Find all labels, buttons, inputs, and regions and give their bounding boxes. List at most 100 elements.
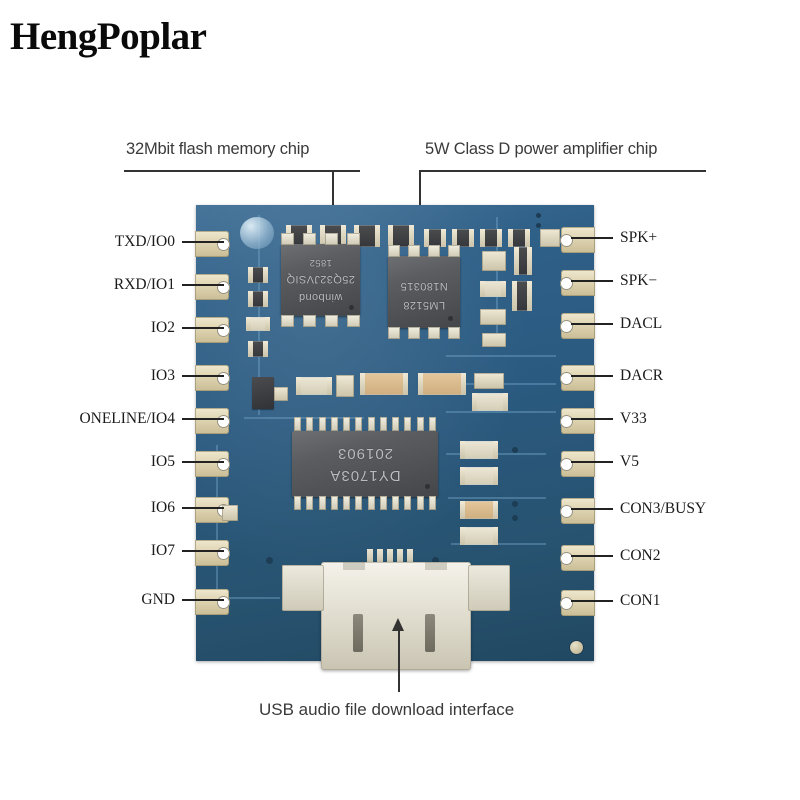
pin-leader-io3 xyxy=(182,375,224,377)
pin-leader-v5 xyxy=(571,461,613,463)
main-chip-legs-top xyxy=(294,417,436,431)
amp-chip-line2: N180315 xyxy=(400,280,448,292)
pin-leader-oneline-io4 xyxy=(182,418,224,420)
callout-underline-power-amplifier xyxy=(419,170,706,172)
smd-capacitor xyxy=(514,247,532,275)
pcb-pad-right-con3-busy xyxy=(560,498,595,524)
pin-label-dacr: DACR xyxy=(620,367,664,384)
pin-leader-con1 xyxy=(571,600,613,602)
pin-label-io2: IO2 xyxy=(150,319,175,336)
pin-leader-dacl xyxy=(571,323,613,325)
usb-signal-pins xyxy=(367,549,413,565)
smd-capacitor xyxy=(480,281,506,297)
smd-resistor xyxy=(480,229,502,247)
bottom-caption-arrow xyxy=(392,618,404,631)
pin-label-dacl: DACL xyxy=(620,315,663,332)
usb-tab-right xyxy=(468,565,510,611)
pcb-pad-left-io7 xyxy=(195,540,230,566)
flash-memory-chip: 1852 25Q32JVSIQ winbond xyxy=(281,244,360,316)
pcb-pad-left-txd-io0 xyxy=(195,231,230,257)
pcb-trace xyxy=(446,355,556,357)
usb-shell-notch-left xyxy=(343,562,365,570)
flash-chip-line2: 25Q32JVSIQ xyxy=(286,273,355,285)
bottom-caption-label: USB audio file download interface xyxy=(259,700,515,719)
brand-logo: HengPoplar xyxy=(10,15,207,58)
pcb-via xyxy=(266,557,273,564)
pcb-pad-right-v33 xyxy=(560,408,595,434)
smd-capacitor-tan xyxy=(360,373,408,395)
pin-label-con3-busy: CON3/BUSY xyxy=(620,500,707,517)
pcb-pad-left-io5 xyxy=(195,451,230,477)
amp-chip-legs-top xyxy=(388,245,460,257)
bottom-caption-leader xyxy=(398,630,400,692)
pcb-pad-right-spk-plus xyxy=(560,227,595,253)
usb-shell-notch-right xyxy=(425,562,447,570)
main-decoder-chip: 201903 DY1703A xyxy=(292,431,438,497)
power-amplifier-chip: N180315 LM5128 xyxy=(388,256,460,328)
pcb-pad-right-dacr xyxy=(560,365,595,391)
main-chip-legs-bottom xyxy=(294,496,436,510)
pin-leader-spk-minus xyxy=(571,280,613,282)
flash-chip-line1: winbond xyxy=(298,291,343,303)
pcb-via xyxy=(512,515,518,521)
smd-pad xyxy=(482,251,506,271)
pcb-test-point-dome xyxy=(240,217,274,249)
pcb-via xyxy=(512,501,518,507)
pcb-trace xyxy=(451,543,546,545)
pcb-pad-left-gnd xyxy=(195,589,230,615)
pin-label-gnd: GND xyxy=(141,591,175,608)
pcb-pad-right-dacl xyxy=(560,313,595,339)
pin-leader-rxd-io1 xyxy=(182,284,224,286)
smd-capacitor xyxy=(246,317,270,331)
main-chip-line2: 201903 xyxy=(336,445,394,462)
smd-resistor-array xyxy=(296,377,332,395)
pin-label-con1: CON1 xyxy=(620,592,661,609)
smd-capacitor xyxy=(460,441,498,459)
pin-leader-io7 xyxy=(182,550,224,552)
sot-transistor xyxy=(252,377,274,409)
pcb-trace xyxy=(446,411,556,413)
pcb-board: 1852 25Q32JVSIQ winbond N180315 LM5128 xyxy=(195,205,595,661)
pin-leader-v33 xyxy=(571,418,613,420)
smd-capacitor xyxy=(248,341,268,357)
pin-leader-io5 xyxy=(182,461,224,463)
pcb-pad-left-io2 xyxy=(195,317,230,343)
flash-chip-legs-bottom xyxy=(281,315,360,327)
callout-label-power-amplifier: 5W Class D power amplifier chip xyxy=(425,140,658,158)
smd-pad xyxy=(474,373,504,389)
usb-shell-slot-right xyxy=(425,614,435,652)
smd-capacitor-tan xyxy=(460,501,498,519)
smd-capacitor xyxy=(248,291,268,307)
smd-capacitor xyxy=(460,527,498,545)
amp-chip-line1: LM5128 xyxy=(402,299,446,311)
pin-label-spk-plus: SPK+ xyxy=(620,229,658,246)
pin-label-txd-io0: TXD/IO0 xyxy=(114,233,175,250)
pcb-pad-left-rxd-io1 xyxy=(195,274,230,300)
smd-resistor xyxy=(512,281,532,311)
amp-chip-pin1-dot xyxy=(448,316,453,321)
pcb-via-bottom-right xyxy=(570,641,583,654)
pcb-via xyxy=(536,223,541,228)
main-chip-pin1-dot xyxy=(425,484,430,489)
callout-label-flash-memory: 32Mbit flash memory chip xyxy=(126,140,310,158)
pin-label-v5: V5 xyxy=(620,453,639,470)
flash-chip-pin1-dot xyxy=(349,305,354,310)
pcb-via xyxy=(512,447,518,453)
usb-connector-shell xyxy=(321,562,471,670)
pin-leader-dacr xyxy=(571,375,613,377)
pcb-pad-right-con2 xyxy=(560,545,595,571)
pcb-pad-right-spk-minus xyxy=(560,270,595,296)
pcb-trace xyxy=(258,215,260,415)
smd-pad xyxy=(482,333,506,347)
smd-capacitor xyxy=(248,267,268,283)
pin-label-rxd-io1: RXD/IO1 xyxy=(113,276,175,293)
pin-label-spk-minus: SPK− xyxy=(620,272,658,289)
callout-underline-flash-memory xyxy=(124,170,360,172)
pcb-pad-left-io3 xyxy=(195,365,230,391)
pin-leader-txd-io0 xyxy=(182,241,224,243)
pcb-trace xyxy=(496,217,498,337)
pin-label-io3: IO3 xyxy=(150,367,175,384)
smd-resistor xyxy=(424,229,446,247)
pin-label-v33: V33 xyxy=(620,410,647,427)
